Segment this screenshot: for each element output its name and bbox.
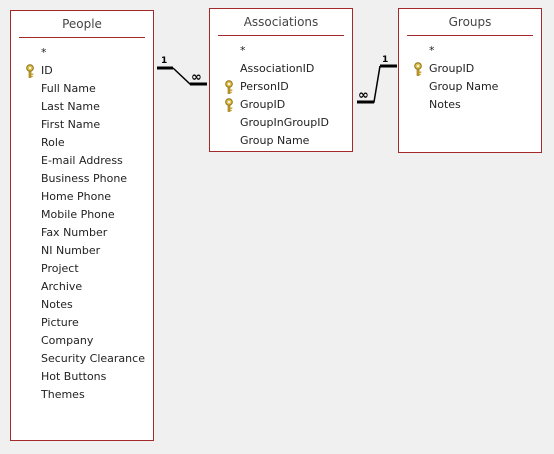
field-row[interactable]: Company <box>11 332 153 350</box>
field-label: Group Name <box>429 80 499 93</box>
field-label: Home Phone <box>41 190 112 203</box>
relationship-groups-associations[interactable]: 1 ∞ <box>357 55 397 104</box>
field-row[interactable]: NI Number <box>11 242 153 260</box>
field-row[interactable]: PersonID <box>210 78 352 96</box>
one-label: 1 <box>161 56 167 66</box>
primary-key-icon <box>24 64 36 78</box>
relationship-line <box>172 67 207 85</box>
many-label: ∞ <box>358 88 369 103</box>
field-label: Full Name <box>41 82 96 95</box>
field-row[interactable]: Business Phone <box>11 170 153 188</box>
field-row[interactable]: Hot Buttons <box>11 368 153 386</box>
field-row[interactable]: Last Name <box>11 98 153 116</box>
field-row[interactable]: ID <box>11 62 153 80</box>
field-label: NI Number <box>41 244 101 257</box>
table-title: Groups <box>407 9 533 36</box>
field-row[interactable]: GroupID <box>399 60 541 78</box>
field-label: Notes <box>429 98 461 111</box>
field-label: * <box>429 44 435 57</box>
field-label: * <box>41 46 47 59</box>
field-row[interactable]: First Name <box>11 116 153 134</box>
field-row[interactable]: Notes <box>11 296 153 314</box>
field-label: E-mail Address <box>41 154 123 167</box>
field-row[interactable]: Archive <box>11 278 153 296</box>
field-label: Fax Number <box>41 226 108 239</box>
relationship-people-associations[interactable]: 1 ∞ <box>157 56 207 86</box>
field-row[interactable]: Fax Number <box>11 224 153 242</box>
field-row[interactable]: GroupID <box>210 96 352 114</box>
field-row[interactable]: Picture <box>11 314 153 332</box>
field-label: First Name <box>41 118 101 131</box>
field-label: ID <box>41 64 53 77</box>
field-label: Group Name <box>240 134 310 147</box>
field-label: GroupID <box>429 62 475 75</box>
field-row[interactable]: Notes <box>399 96 541 114</box>
field-row[interactable]: Group Name <box>399 78 541 96</box>
many-label: ∞ <box>191 70 202 85</box>
field-row[interactable]: Full Name <box>11 80 153 98</box>
one-label: 1 <box>382 55 388 65</box>
table-associations[interactable]: Associations * AssociationID PersonID Group… <box>209 8 353 152</box>
field-row[interactable]: * <box>11 44 153 62</box>
field-list: * AssociationID PersonID GroupID GroupInGrou… <box>210 36 352 150</box>
field-label: Mobile Phone <box>41 208 115 221</box>
table-title: Associations <box>218 9 344 36</box>
field-row[interactable]: Project <box>11 260 153 278</box>
field-row[interactable]: Themes <box>11 386 153 404</box>
field-row[interactable]: * <box>210 42 352 60</box>
field-label: Business Phone <box>41 172 128 185</box>
field-row[interactable]: * <box>399 42 541 60</box>
field-label: PersonID <box>240 80 289 93</box>
table-title: People <box>19 11 145 38</box>
primary-key-icon <box>223 80 235 94</box>
field-label: Hot Buttons <box>41 370 107 383</box>
field-row[interactable]: E-mail Address <box>11 152 153 170</box>
field-label: Notes <box>41 298 73 311</box>
field-label: Security Clearance <box>41 352 145 365</box>
field-label: Project <box>41 262 79 275</box>
field-label: Themes <box>41 388 85 401</box>
field-label: Role <box>41 136 65 149</box>
field-label: GroupID <box>240 98 286 111</box>
field-label: GroupInGroupID <box>240 116 329 129</box>
primary-key-icon <box>223 98 235 112</box>
field-label: Archive <box>41 280 83 293</box>
primary-key-icon <box>412 62 424 76</box>
field-row[interactable]: AssociationID <box>210 60 352 78</box>
field-label: Picture <box>41 316 79 329</box>
field-label: Company <box>41 334 94 347</box>
field-label: Last Name <box>41 100 100 113</box>
field-row[interactable]: Home Phone <box>11 188 153 206</box>
field-label: AssociationID <box>240 62 315 75</box>
field-label: * <box>240 44 246 57</box>
field-row[interactable]: GroupInGroupID <box>210 114 352 132</box>
field-row[interactable]: Group Name <box>210 132 352 150</box>
field-row[interactable]: Mobile Phone <box>11 206 153 224</box>
field-row[interactable]: Role <box>11 134 153 152</box>
field-row[interactable]: Security Clearance <box>11 350 153 368</box>
